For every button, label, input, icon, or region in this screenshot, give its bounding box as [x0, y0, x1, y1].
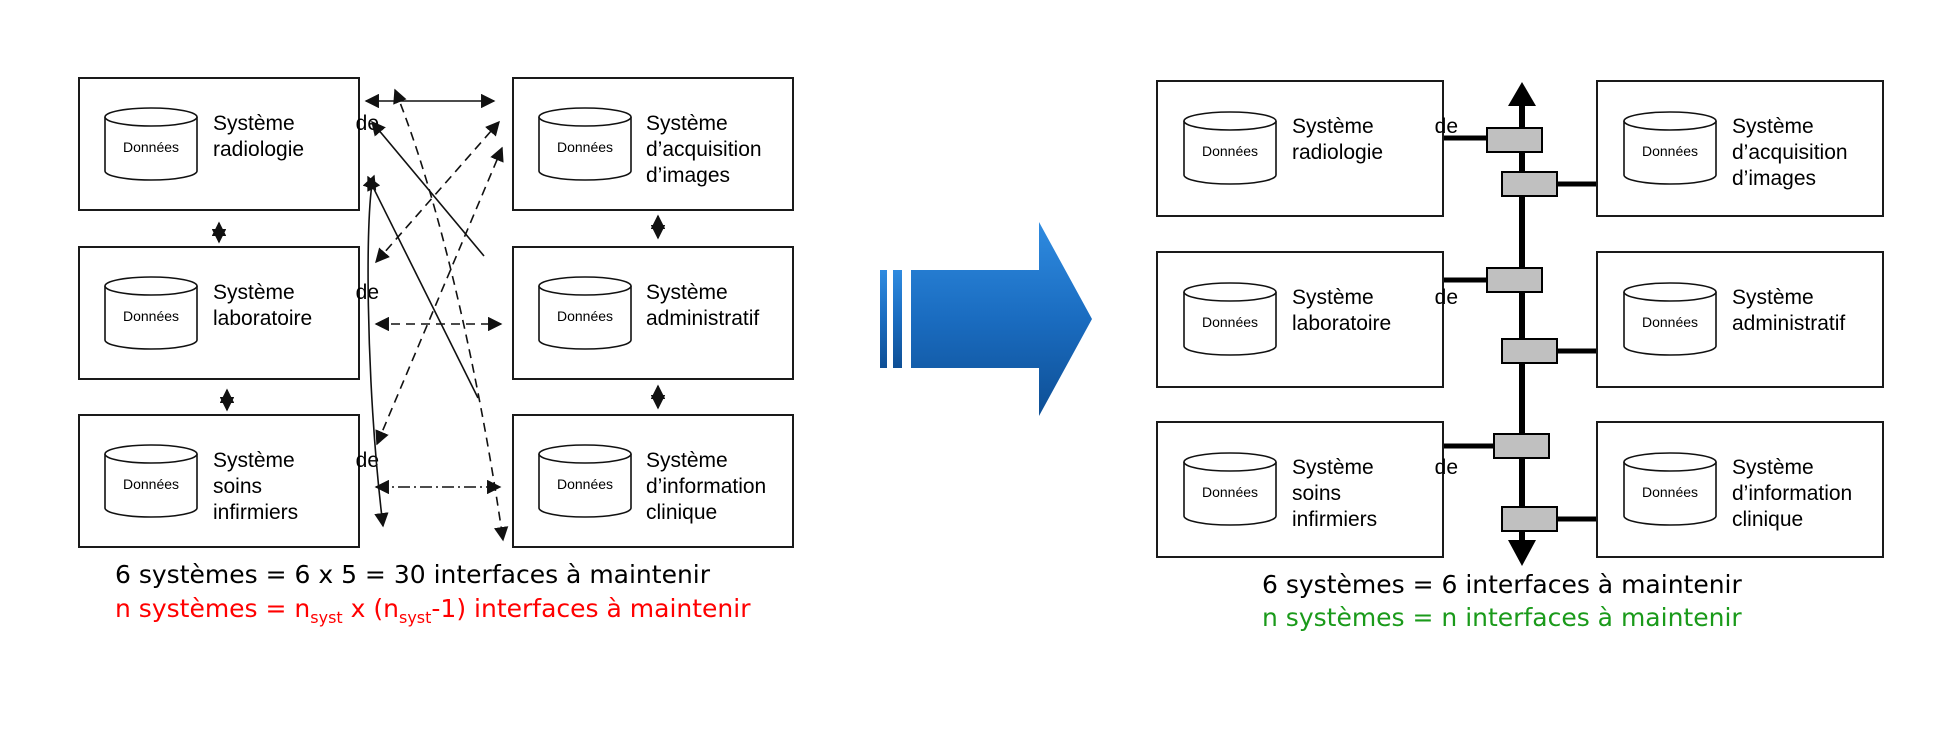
caption-interface-count: 6 systèmes = 6 x 5 = 30 interfaces à mai…: [115, 560, 711, 589]
database-label: Données: [1641, 314, 1699, 330]
database-icon: Données: [538, 444, 632, 520]
database-icon: Données: [1623, 282, 1717, 358]
database-icon: Données: [538, 107, 632, 183]
database-icon: Données: [1623, 111, 1717, 187]
database-icon: Données: [104, 107, 198, 183]
connector-information-clinique: [1501, 506, 1558, 532]
database-label: Données: [556, 139, 614, 155]
database-icon: Données: [1183, 282, 1277, 358]
database-label: Données: [1201, 143, 1259, 159]
database-label: Données: [556, 308, 614, 324]
caption-interface-count-bus: 6 systèmes = 6 interfaces à maintenir: [1262, 570, 1742, 599]
connector-soins: [1493, 433, 1550, 459]
connector-radiologie: [1486, 127, 1543, 153]
database-icon: Données: [1623, 452, 1717, 528]
database-icon: Données: [104, 276, 198, 352]
connector-laboratoire: [1486, 267, 1543, 293]
database-label: Données: [1201, 314, 1259, 330]
database-label: Données: [1201, 484, 1259, 500]
database-icon: Données: [1183, 111, 1277, 187]
database-icon: Données: [104, 444, 198, 520]
database-label: Données: [556, 476, 614, 492]
database-label: Données: [122, 476, 180, 492]
caption-general-formula-bus: n systèmes = n interfaces à maintenir: [1262, 603, 1742, 632]
database-icon: Données: [538, 276, 632, 352]
database-icon: Données: [1183, 452, 1277, 528]
connector-acquisition: [1501, 171, 1558, 197]
database-label: Données: [1641, 143, 1699, 159]
caption-general-formula: n systèmes = nsyst x (nsyst-1) interface…: [115, 594, 751, 627]
database-label: Données: [1641, 484, 1699, 500]
database-label: Données: [122, 308, 180, 324]
database-label: Données: [122, 139, 180, 155]
connector-administratif: [1501, 338, 1558, 364]
